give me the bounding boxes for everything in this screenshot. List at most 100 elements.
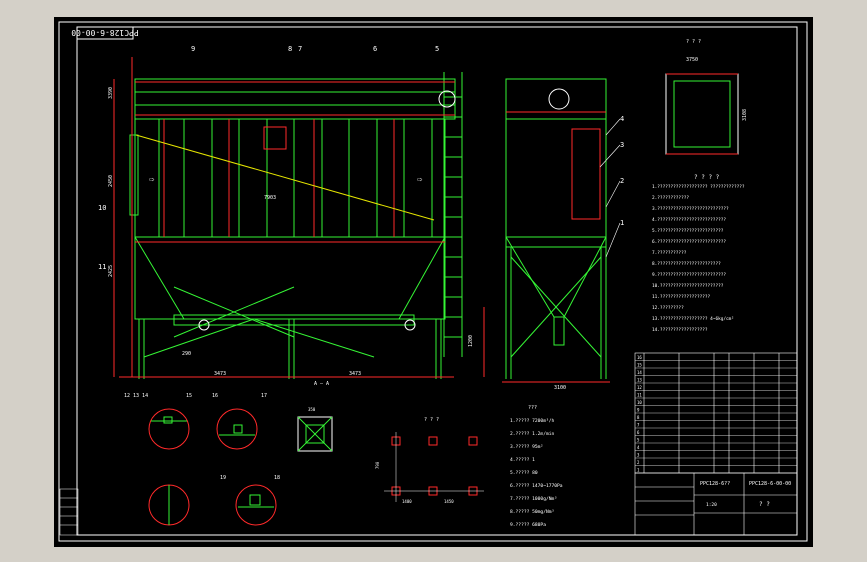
param-5: 5.????? 80 <box>510 470 538 476</box>
title-drawing-no: PPC128-6?? <box>700 481 730 487</box>
detail-label-a: 12 13 14 <box>124 393 148 399</box>
param-3: 3.????? 95m² <box>510 444 543 450</box>
cad-drawing-canvas: PPC128-6-00-00 <box>58 21 808 542</box>
discharge-valve-2 <box>404 319 416 331</box>
bom-no-7: 7 <box>637 423 640 428</box>
dim-anchor-2: 1450 <box>444 499 454 504</box>
tech-req-title: ? ? ? ? <box>694 174 720 181</box>
motor-side <box>548 88 570 110</box>
anchor-plan: 1400 1450 790 <box>375 432 484 504</box>
param-2: 2.????? 1.2m/min <box>510 431 554 437</box>
tech-req-3: 3.??????????????????????????? <box>652 206 729 212</box>
revision-table <box>59 488 79 536</box>
tech-req-4: 4.?????????????????????????? <box>652 217 726 223</box>
bom-no-14: 14 <box>637 370 642 375</box>
tech-req-7: 7.??????????? <box>652 250 687 256</box>
dim-upper: 3390 <box>108 87 114 99</box>
drawing-code: PPC128-6-00-00 <box>71 28 139 37</box>
dim-total: 7903 <box>264 195 276 201</box>
callout-3: 3 <box>620 141 624 149</box>
callout-6: 6 <box>373 45 377 53</box>
title-scale: 1:20 <box>706 502 717 508</box>
bom-numbers: 16 15 14 13 12 11 10 9 8 7 6 5 4 3 2 1 <box>637 355 642 473</box>
detail-label-d: 17 <box>261 393 267 399</box>
code-box <box>76 26 134 40</box>
side-leader-lines <box>599 118 621 258</box>
top-plan-label: ? ? ? <box>686 39 701 45</box>
bom-no-4: 4 <box>637 445 640 450</box>
front-view-hidden-lines <box>113 57 485 378</box>
callout-11: 11 <box>98 263 106 271</box>
inlet-arrow-icon: ⇨ <box>149 175 155 185</box>
title-name: PPC128-6-00-00 <box>749 481 791 487</box>
side-callouts: 4 3 2 1 <box>620 115 624 227</box>
section-label: A — A <box>314 381 329 387</box>
callout-7: 7 <box>298 45 302 53</box>
param-9: 9.????? 680Pa <box>510 522 546 528</box>
title-block-text: PPC128-6?? PPC128-6-00-00 1:20 ? ? <box>700 481 791 508</box>
bom-no-16: 16 <box>637 355 642 360</box>
outlet-arrow-icon: ⇨ <box>417 175 423 185</box>
detail-label-c: 16 <box>212 393 218 399</box>
param-4: 4.????? 1 <box>510 457 535 463</box>
dim-box: 2450 <box>108 175 114 187</box>
dim-anchor-1: 1400 <box>402 499 412 504</box>
tech-req-12: 12.????????? <box>652 305 684 311</box>
param-7: 7.????? 1000g/Nm³ <box>510 496 557 502</box>
dim-small-a: 290 <box>182 351 191 357</box>
tech-req-2: 2.???????????? <box>652 195 689 201</box>
param-1: 1.????? 7200m³/h <box>510 418 554 424</box>
tech-req-6: 6.?????????????????????????? <box>652 239 726 245</box>
top-plan-view: 3750 3108 <box>665 57 748 155</box>
bom-no-3: 3 <box>637 453 640 458</box>
detail-labels: 12 13 14 15 16 17 18 19 <box>124 393 280 481</box>
param-6: 6.????? 1470~1770Pa <box>510 483 563 489</box>
dim-top-plan-d: 3108 <box>742 109 748 121</box>
title-sheet: ? ? <box>759 501 770 508</box>
detail-label-f: 19 <box>220 475 226 481</box>
title-block <box>634 472 798 536</box>
detail-label-e: 18 <box>274 475 280 481</box>
bom-row-lines <box>635 360 797 466</box>
side-view-hidden-lines <box>502 111 610 383</box>
bom-no-10: 10 <box>637 400 642 405</box>
tech-req-5: 5.????????????????????????? <box>652 228 724 234</box>
dim-width-right: 3473 <box>349 371 361 377</box>
tech-req-8: 8.???????????????????????? <box>652 261 721 267</box>
bom-no-6: 6 <box>637 430 640 435</box>
inner-border <box>76 26 798 536</box>
detail-views <box>148 408 277 526</box>
param-8: 8.????? 50mg/Nm³ <box>510 509 554 515</box>
detail-label-b: 15 <box>186 393 192 399</box>
tech-req-9: 9.?????????????????????????? <box>652 272 726 278</box>
bom-no-15: 15 <box>637 363 642 368</box>
bom-no-11: 11 <box>637 393 642 398</box>
front-dims: 3473 3473 7903 3390 2450 2425 1200 290 <box>108 87 474 377</box>
dim-leg: 1200 <box>468 335 474 347</box>
dim-width-left: 3473 <box>214 371 226 377</box>
callout-10: 10 <box>98 204 106 212</box>
params-title: ??? <box>528 405 537 411</box>
bom-no-12: 12 <box>637 385 642 390</box>
dim-anchor-h: 790 <box>375 461 380 469</box>
callout-4: 4 <box>620 115 624 123</box>
bom-no-13: 13 <box>637 378 642 383</box>
bom-no-8: 8 <box>637 415 640 420</box>
callout-1: 1 <box>620 219 624 227</box>
tech-req-1: 1.??????????????????? ????????????? <box>652 184 745 190</box>
side-view <box>505 78 607 379</box>
dim-width-side: 3100 <box>554 385 566 391</box>
bom-no-2: 2 <box>637 460 640 465</box>
callout-8: 8 <box>288 45 292 53</box>
tech-req-list: 1.??????????????????? ????????????? 2.??… <box>652 184 745 333</box>
bom-no-5: 5 <box>637 438 640 443</box>
params-list: 1.????? 7200m³/h 2.????? 1.2m/min 3.????… <box>510 418 563 528</box>
anchor-plan-label: ? ? ? <box>424 417 439 423</box>
discharge-valve <box>198 319 210 331</box>
motor-pulley <box>438 90 456 108</box>
tech-req-11: 11.??????????????????? <box>652 294 711 300</box>
front-callouts: 9 8 7 6 5 10 11 <box>98 45 439 271</box>
drawing-sheet: PPC128-6-00-00 <box>54 17 813 547</box>
dim-top-plan-w: 3750 <box>686 57 698 63</box>
tech-req-14: 14.?????????????????? <box>652 327 708 333</box>
